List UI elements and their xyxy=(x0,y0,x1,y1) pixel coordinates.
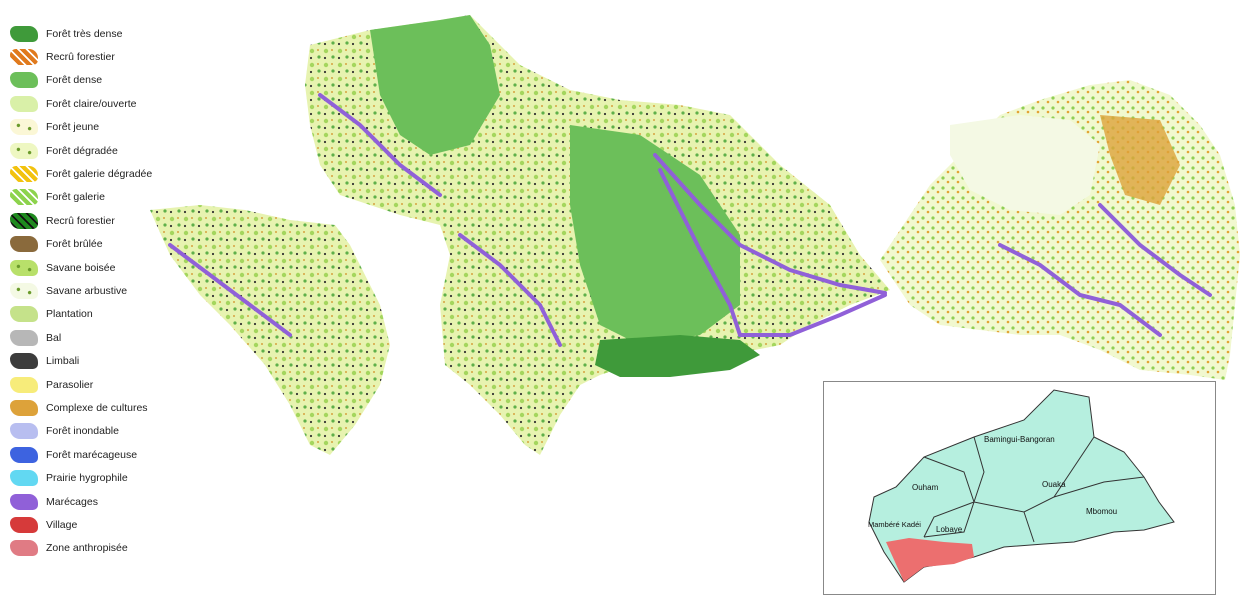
legend-label: Forêt galerie xyxy=(46,191,105,204)
wooded-savanna-icon xyxy=(10,259,38,276)
legend-label: Prairie hygrophile xyxy=(46,472,128,485)
swamp-forest-icon xyxy=(10,446,38,463)
parasolier-icon xyxy=(10,376,38,393)
legend-label: Forêt inondable xyxy=(46,425,119,438)
inset-map-svg: Bamingui-Bangoran Ouham Ouaka Mbomou Mam… xyxy=(868,389,1175,583)
legend-item: Plantation xyxy=(10,303,210,326)
legend-item: Forêt dégradée xyxy=(10,139,210,162)
legend-item: Savane arbustive xyxy=(10,279,210,302)
legend-item: Forêt galerie dégradée xyxy=(10,162,210,185)
legend-label: Forêt très dense xyxy=(46,27,123,40)
legend-label: Zone anthropisée xyxy=(46,542,128,555)
highlighted-zone xyxy=(886,538,974,582)
anthropized-zone-icon xyxy=(10,540,38,557)
legend-item: Prairie hygrophile xyxy=(10,466,210,489)
dense-forest-patch xyxy=(370,15,500,155)
legend-label: Forêt marécageuse xyxy=(46,448,138,461)
plantation-icon xyxy=(10,306,38,323)
legend-item: Recrû forestier xyxy=(10,209,210,232)
legend-item: Savane boisée xyxy=(10,256,210,279)
shrub-savanna-icon xyxy=(10,282,38,299)
legend-label: Forêt jeune xyxy=(46,121,100,134)
very-dense-forest-patch xyxy=(595,335,760,377)
forest-dense-icon xyxy=(10,72,38,89)
legend-label: Recrû forestier xyxy=(46,51,115,64)
gallery-forest-icon xyxy=(10,189,38,206)
legend-item: Forêt dense xyxy=(10,69,210,92)
legend-item: Limbali xyxy=(10,349,210,372)
legend-item: Forêt galerie xyxy=(10,186,210,209)
legend-item: Village xyxy=(10,513,210,536)
legend-item: Forêt très dense xyxy=(10,22,210,45)
legend-item: Forêt marécageuse xyxy=(10,443,210,466)
legend-label: Recrû forestier xyxy=(46,214,115,227)
legend-label: Forêt dense xyxy=(46,74,103,87)
legend-label: Plantation xyxy=(46,308,93,321)
dense-forest-patch xyxy=(570,125,740,345)
legend-item: Bal xyxy=(10,326,210,349)
legend-item: Forêt jeune xyxy=(10,116,210,139)
village-icon xyxy=(10,516,38,533)
map-region-west xyxy=(150,205,390,455)
legend-label: Savane boisée xyxy=(46,261,116,274)
legend-label: Marécages xyxy=(46,495,98,508)
forest-regrowth-dark-icon xyxy=(10,212,38,229)
legend-label: Bal xyxy=(46,331,62,344)
legend-item: Forêt claire/ouverte xyxy=(10,92,210,115)
flooded-forest-icon xyxy=(10,423,38,440)
label-ouham: Ouham xyxy=(912,483,939,492)
legend-item: Forêt inondable xyxy=(10,420,210,443)
forest-degraded-icon xyxy=(10,142,38,159)
prefecture-borders xyxy=(923,436,1145,543)
shrub-savanna-patch xyxy=(950,115,1100,215)
legend-item: Marécages xyxy=(10,490,210,513)
label-bamingui-bangoran: Bamingui-Bangoran xyxy=(984,435,1055,444)
bal-icon xyxy=(10,329,38,346)
label-lobaye: Lobaye xyxy=(936,525,963,534)
crop-complex-patch xyxy=(1100,115,1180,205)
label-mambere-kadei: Mambéré Kadéi xyxy=(868,520,921,529)
marshes-icon xyxy=(10,493,38,510)
marsh-network xyxy=(168,93,1212,347)
crop-complex-icon xyxy=(10,399,38,416)
forest-very-dense-icon xyxy=(10,25,38,42)
legend-label: Limbali xyxy=(46,355,80,368)
legend-item: Parasolier xyxy=(10,373,210,396)
legend-item: Recrû forestier xyxy=(10,45,210,68)
legend-label: Forêt dégradée xyxy=(46,144,118,157)
legend-label: Parasolier xyxy=(46,378,94,391)
limbali-icon xyxy=(10,353,38,370)
legend-label: Savane arbustive xyxy=(46,284,128,297)
legend-item: Zone anthropisée xyxy=(10,537,210,560)
legend-label: Forêt claire/ouverte xyxy=(46,97,137,110)
legend-label: Village xyxy=(46,518,78,531)
legend-item: Forêt brûlée xyxy=(10,233,210,256)
legend-label: Forêt brûlée xyxy=(46,238,103,251)
gallery-forest-degraded-icon xyxy=(10,166,38,183)
legend-label: Complexe de cultures xyxy=(46,401,148,414)
label-mbomou: Mbomou xyxy=(1086,507,1117,516)
legend-label: Forêt galerie dégradée xyxy=(46,168,153,181)
wet-grassland-icon xyxy=(10,470,38,487)
label-ouaka: Ouaka xyxy=(1042,480,1066,489)
inset-locator-map: Bamingui-Bangoran Ouham Ouaka Mbomou Mam… xyxy=(823,381,1216,595)
forest-open-icon xyxy=(10,95,38,112)
forest-young-icon xyxy=(10,119,38,136)
legend-item: Complexe de cultures xyxy=(10,396,210,419)
forest-burned-icon xyxy=(10,236,38,253)
land-cover-map xyxy=(150,15,1240,455)
forest-regrowth-icon xyxy=(10,49,38,66)
